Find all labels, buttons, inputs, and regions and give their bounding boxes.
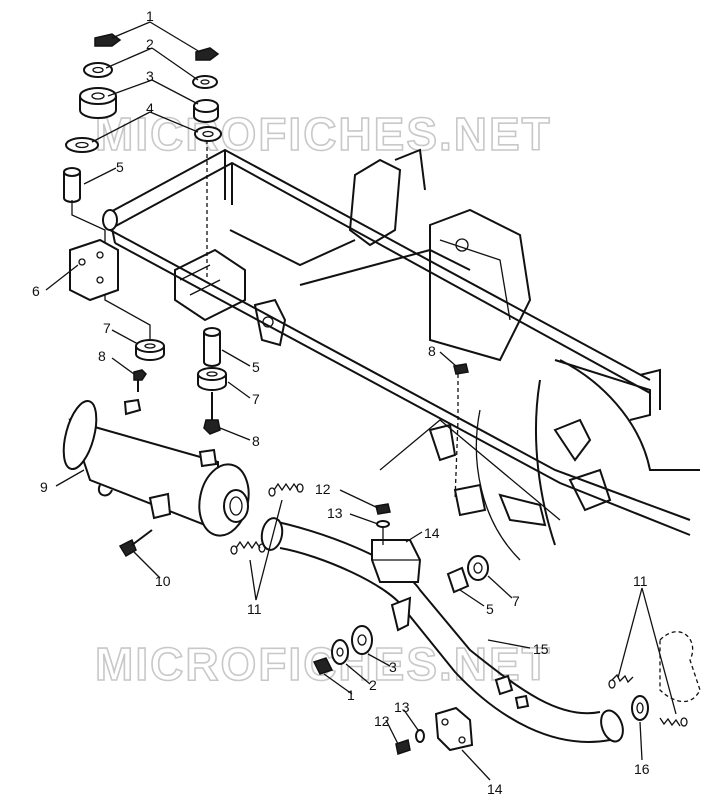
bolt-12-lower: [395, 729, 425, 755]
callout-13-lower: 13: [394, 699, 410, 715]
callout-5-middle: 5: [252, 359, 260, 375]
callout-11-right: 11: [633, 573, 648, 589]
callout-3-lower: 3: [389, 659, 397, 675]
callout-7-middle: 7: [252, 391, 260, 407]
bolt-8-right: [453, 363, 469, 501]
callout-labels: 1 2 3 4 5 6 7 8 5 7 8 8 9 10 11 12 13 14…: [32, 8, 650, 797]
callout-5-lower: 5: [486, 601, 494, 617]
callout-8-middle: 8: [252, 433, 260, 449]
mount-stack-left: [63, 33, 151, 345]
nut-1-lower: [312, 657, 334, 675]
callout-14-lower: 14: [487, 781, 503, 797]
callout-4-top: 4: [146, 100, 154, 116]
grommet-3-lower: [351, 625, 373, 655]
vehicle-frame: [102, 148, 700, 561]
callout-14-upper: 14: [424, 525, 440, 541]
bolt-8-left: [133, 369, 147, 392]
grommet-7-middle: [197, 367, 227, 391]
bracket-14-lower: [434, 706, 474, 752]
callout-12-lower: 12: [374, 713, 390, 729]
callout-7-left: 7: [103, 320, 111, 336]
callout-12-upper: 12: [315, 481, 331, 497]
callout-7-lower: 7: [512, 593, 520, 609]
callout-8-left: 8: [98, 348, 106, 364]
callout-1-lower: 1: [347, 687, 355, 703]
callout-16: 16: [634, 761, 650, 777]
bolt-10: [118, 529, 153, 558]
bracket-14-upper: [371, 539, 422, 583]
spacer-5-middle: [203, 327, 221, 367]
mount-stack-right: [192, 47, 222, 280]
gasket-16: [631, 695, 649, 721]
callout-13-upper: 13: [327, 505, 343, 521]
muffler-9: [62, 398, 250, 537]
washer-2-lower: [331, 639, 349, 665]
callout-9: 9: [40, 479, 48, 495]
spring-11-d: [659, 717, 688, 727]
callout-1-top: 1: [146, 8, 154, 24]
callout-6: 6: [32, 283, 40, 299]
callout-11-left: 11: [247, 601, 262, 617]
callout-2-top: 2: [146, 36, 154, 52]
engine-exhaust-port: [659, 631, 701, 703]
spring-11-a: [268, 482, 304, 497]
callout-15: 15: [533, 641, 549, 657]
exhaust-pipe-15: [260, 517, 624, 743]
watermark-top: MICROFICHES.NET: [95, 108, 552, 160]
bolt-8-middle: [203, 392, 221, 435]
grommet-7-left: [135, 339, 165, 361]
callout-8-right: 8: [428, 343, 436, 359]
callout-2-lower: 2: [369, 677, 377, 693]
bolt-12-upper: [375, 503, 391, 545]
spring-11-b: [230, 540, 266, 555]
callout-3-top: 3: [146, 68, 154, 84]
spring-11-c: [608, 673, 634, 689]
callout-10: 10: [155, 573, 171, 589]
grommet-7-lower: [467, 555, 489, 581]
bracket-6: [69, 238, 119, 302]
spacer-5-lower: [446, 566, 470, 594]
leader-lines: [45, 21, 677, 781]
callout-5-top: 5: [116, 159, 124, 175]
